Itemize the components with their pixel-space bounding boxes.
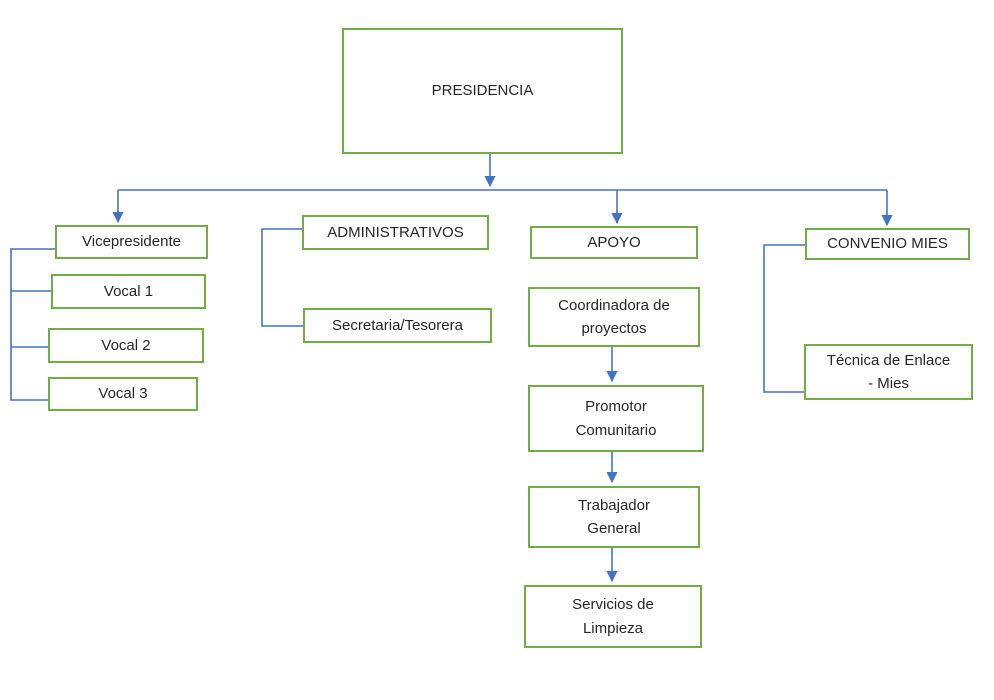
edge-bracket-vicepresidente bbox=[10, 248, 55, 401]
org-node-vocal2-label: Vocal 2 bbox=[101, 336, 151, 354]
org-node-vicepresidente: Vicepresidente bbox=[55, 225, 208, 259]
org-node-tecnica-enlace-mies-label: Técnica de Enlace - Mies bbox=[826, 351, 951, 392]
org-node-vocal1-label: Vocal 1 bbox=[103, 282, 154, 300]
org-node-servicios-limpieza: Servicios de Limpieza bbox=[524, 585, 702, 648]
org-node-vocal2: Vocal 2 bbox=[48, 328, 204, 363]
org-node-trabajador-general: Trabajador General bbox=[528, 486, 700, 548]
org-node-convenio-mies-label: CONVENIO MIES bbox=[827, 235, 948, 253]
edge-bracket-convenio-mies bbox=[763, 244, 805, 393]
org-node-coordinadora-proyectos: Coordinadora de proyectos bbox=[528, 287, 700, 347]
org-node-presidencia: PRESIDENCIA bbox=[342, 28, 623, 154]
org-node-apoyo-label: APOYO bbox=[587, 233, 641, 251]
org-node-administrativos-label: ADMINISTRATIVOS bbox=[327, 223, 464, 241]
org-node-administrativos: ADMINISTRATIVOS bbox=[302, 215, 489, 250]
org-node-tecnica-enlace-mies: Técnica de Enlace - Mies bbox=[804, 344, 973, 400]
org-node-apoyo: APOYO bbox=[530, 226, 698, 259]
edge-bracket-administrativos bbox=[261, 228, 303, 327]
org-node-vocal1: Vocal 1 bbox=[51, 274, 206, 309]
org-node-promotor-comunitario: Promotor Comunitario bbox=[528, 385, 704, 452]
org-node-coordinadora-proyectos-label: Coordinadora de proyectos bbox=[558, 296, 670, 337]
org-node-vocal3-label: Vocal 3 bbox=[98, 385, 148, 403]
org-node-trabajador-general-label: Trabajador General bbox=[578, 496, 650, 537]
org-node-vicepresidente-label: Vicepresidente bbox=[82, 233, 181, 251]
org-node-secretaria-tesorera-label: Secretaria/Tesorera bbox=[332, 316, 463, 334]
org-node-servicios-limpieza-label: Servicios de Limpieza bbox=[572, 596, 654, 637]
org-node-presidencia-label: PRESIDENCIA bbox=[431, 82, 534, 100]
org-node-convenio-mies: CONVENIO MIES bbox=[805, 228, 970, 260]
org-node-promotor-comunitario-label: Promotor Comunitario bbox=[575, 398, 657, 439]
org-node-vocal3: Vocal 3 bbox=[48, 377, 198, 411]
org-node-secretaria-tesorera: Secretaria/Tesorera bbox=[303, 308, 492, 343]
